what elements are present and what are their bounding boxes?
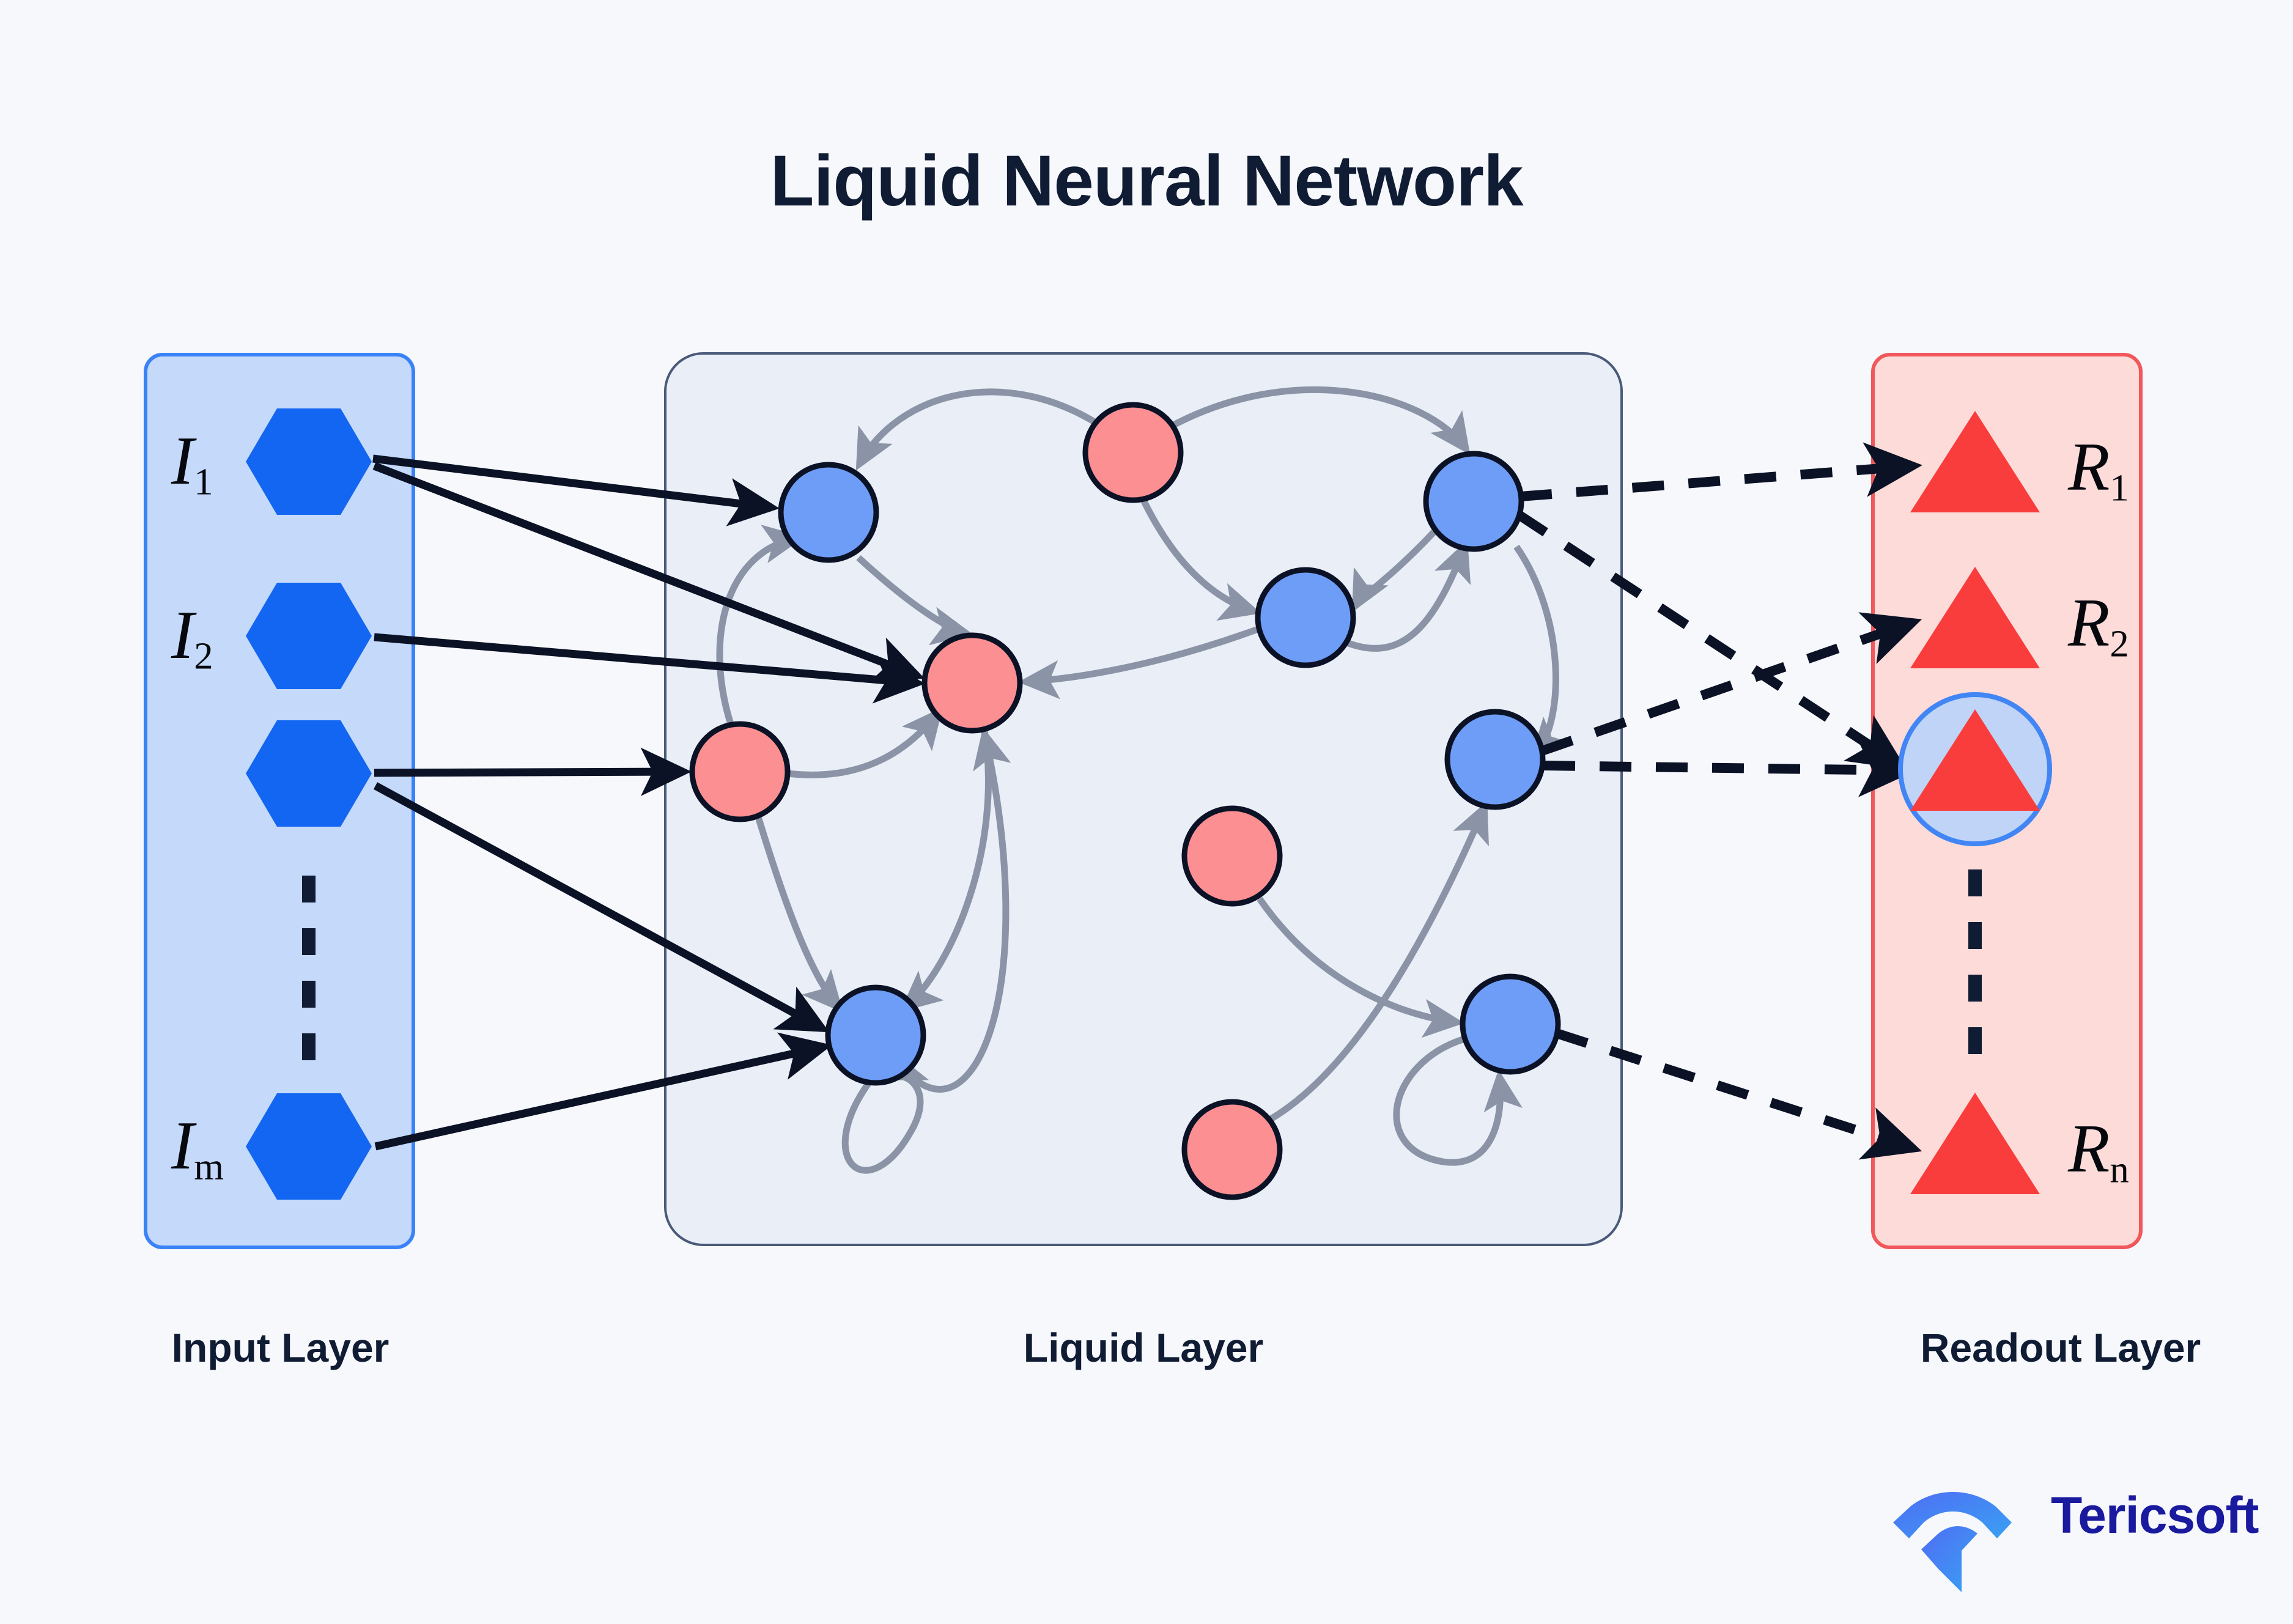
input-nodes bbox=[246, 408, 372, 1200]
liquid-node-pink[interactable] bbox=[1181, 1099, 1283, 1200]
readout-edge bbox=[1516, 511, 1907, 770]
recurrent-edge bbox=[1140, 498, 1261, 621]
input-edge bbox=[372, 454, 780, 526]
input-edge bbox=[374, 633, 925, 704]
input-node-hexagon[interactable] bbox=[246, 583, 372, 689]
readout-node-label-Rn: Rn bbox=[2068, 1111, 2129, 1191]
input-edge bbox=[374, 747, 692, 796]
brand-logo: Tericsoft bbox=[1882, 1486, 2259, 1545]
recurrent-edge bbox=[1393, 1036, 1523, 1166]
recurrent-edge bbox=[841, 1045, 929, 1174]
readout-node-triangle[interactable] bbox=[1910, 411, 2040, 512]
subscript-m: m bbox=[194, 1145, 224, 1188]
input-node-hexagon[interactable] bbox=[246, 408, 372, 515]
input-node-label-I2: I2 bbox=[171, 597, 213, 677]
readout-edges bbox=[1516, 442, 1922, 1160]
readout-node-triangle[interactable] bbox=[1910, 567, 2040, 668]
readout-node-label-R2: R2 bbox=[2068, 585, 2129, 665]
recurrent-edge bbox=[909, 727, 1011, 1093]
liquid-node-blue[interactable] bbox=[778, 462, 879, 563]
input-edge bbox=[372, 462, 925, 683]
readout-edge bbox=[1519, 442, 1922, 501]
page-title: Liquid Neural Network bbox=[770, 141, 1523, 221]
recurrent-edge bbox=[855, 388, 1096, 471]
liquid-node-blue[interactable] bbox=[1460, 973, 1561, 1075]
input-node-hexagon[interactable] bbox=[246, 720, 372, 827]
readout-layer-label: Readout Layer bbox=[1920, 1325, 2201, 1370]
liquid-nodes bbox=[689, 402, 1561, 1200]
readout-edge bbox=[1540, 612, 1922, 756]
recurrent-edge bbox=[787, 707, 943, 778]
recurrent-edge bbox=[1513, 544, 1573, 761]
liquid-node-pink[interactable] bbox=[1082, 402, 1184, 503]
recurrent-edge bbox=[1343, 539, 1471, 652]
liquid-node-blue[interactable] bbox=[1444, 709, 1546, 810]
recurrent-edge bbox=[899, 730, 992, 1013]
brand-name: Tericsoft bbox=[2051, 1486, 2259, 1544]
liquid-layer-label: Liquid Layer bbox=[1023, 1325, 1264, 1370]
recurrent-edge bbox=[1351, 530, 1437, 613]
signal-wave-icon bbox=[1893, 1492, 2012, 1592]
liquid-node-blue[interactable] bbox=[1423, 451, 1524, 552]
input-layer-label: Input Layer bbox=[171, 1325, 390, 1370]
subscript-2: 2 bbox=[2110, 622, 2129, 665]
recurrent-edge bbox=[1018, 625, 1261, 699]
input-node-label-Im: Im bbox=[171, 1108, 224, 1188]
readout-node-label-R1: R1 bbox=[2068, 429, 2129, 509]
subscript-n: n bbox=[2110, 1148, 2129, 1191]
input-edge bbox=[373, 782, 830, 1033]
subscript-1: 1 bbox=[2110, 466, 2129, 509]
subscript-2: 2 bbox=[194, 634, 213, 677]
input-edges bbox=[372, 454, 925, 1151]
liquid-node-blue[interactable] bbox=[1255, 567, 1356, 668]
readout-node-triangle[interactable] bbox=[1910, 1093, 2040, 1194]
input-node-hexagon[interactable] bbox=[246, 1093, 372, 1200]
readout-nodes bbox=[1910, 411, 2040, 1194]
liquid-node-pink[interactable] bbox=[921, 632, 1023, 734]
readout-edge bbox=[1543, 742, 1916, 797]
recurrent-edge bbox=[856, 555, 973, 646]
recurrent-edge bbox=[1166, 386, 1471, 455]
subscript-1: 1 bbox=[194, 460, 213, 503]
readout-node-triangle[interactable] bbox=[1910, 709, 2040, 811]
recurrent-edge bbox=[1257, 896, 1464, 1038]
liquid-node-blue[interactable] bbox=[825, 984, 926, 1086]
liquid-node-pink[interactable] bbox=[689, 721, 791, 822]
input-node-label-I1: I1 bbox=[171, 423, 213, 503]
readout-edge bbox=[1555, 1028, 1922, 1160]
liquid-node-pink[interactable] bbox=[1181, 805, 1283, 907]
input-edge bbox=[374, 1032, 832, 1151]
recurrent-edge bbox=[1258, 800, 1489, 1128]
